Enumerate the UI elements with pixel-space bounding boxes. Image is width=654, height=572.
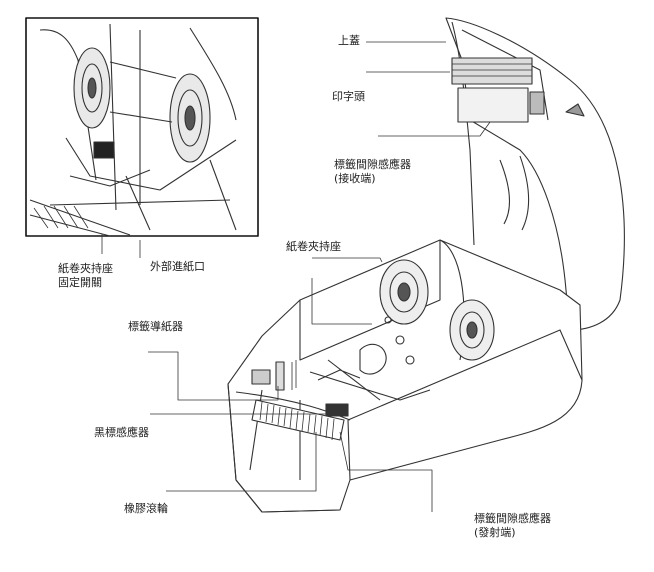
- gap-sensor-receiver-line1: 標籤間隙感應器: [334, 158, 411, 171]
- roll-holder-fixed-switch-line1: 紙卷夾持座: [58, 262, 113, 275]
- label-print-head: 印字頭: [332, 90, 365, 103]
- label-roll-holder: 紙卷夾持座: [286, 240, 341, 253]
- gap-sensor-receiver-line2: (接收端): [334, 172, 376, 185]
- roll-holder-fixed-switch-line2: 固定開關: [58, 276, 102, 289]
- label-black-mark-sensor: 黑標感應器: [94, 426, 149, 439]
- label-roll-holder-fixed-switch: 紙卷夾持座 固定開關: [58, 262, 113, 290]
- gap-sensor-emitter-line1: 標籤間隙感應器: [474, 512, 551, 525]
- leader-lines: [101, 41, 491, 512]
- label-rubber-roller: 橡膠滾輪: [124, 502, 168, 515]
- label-gap-sensor-emitter: 標籤間隙感應器 (發射端): [474, 512, 551, 540]
- inset-detail: [25, 17, 259, 237]
- label-gap-sensor-receiver: 標籤間隙感應器 (接收端): [334, 158, 411, 186]
- label-external-feed-slot: 外部進紙口: [150, 260, 205, 273]
- label-label-guide: 標籤導紙器: [128, 320, 183, 333]
- gap-sensor-emitter-line2: (發射端): [474, 526, 516, 539]
- label-top-cover: 上蓋: [338, 34, 360, 47]
- printer-body: [227, 17, 625, 513]
